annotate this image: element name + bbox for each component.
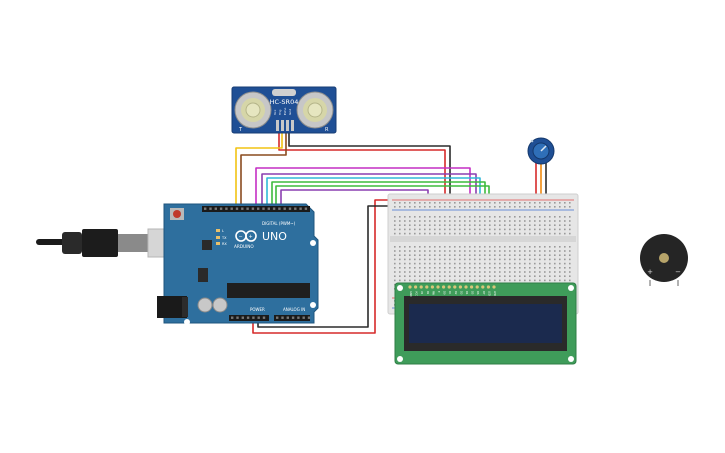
sensor-label: HC-SR04 (270, 98, 299, 106)
lcd-pin[interactable] (425, 285, 429, 289)
digital-header-label: DIGITAL (PWM~) (262, 221, 296, 226)
svg-text:+: + (249, 234, 253, 240)
power-header-label: POWER (250, 307, 265, 312)
lcd-pin[interactable] (458, 285, 462, 289)
lcd-pin[interactable] (453, 285, 457, 289)
usb-cable[interactable] (36, 228, 185, 258)
lcd-pin-label: D0 (443, 291, 446, 295)
lcd-pin[interactable] (442, 285, 446, 289)
arduino-pin-dots (204, 207, 311, 319)
lcd-pin[interactable] (481, 285, 485, 289)
arduino-model: UNO (262, 230, 287, 243)
digital-header (202, 206, 310, 212)
lcd-pin-label: E (437, 291, 440, 293)
lcd-pin[interactable] (447, 285, 451, 289)
lcd-pin[interactable] (436, 285, 440, 289)
arduino-logo: − + (235, 230, 257, 242)
lcd-pin-label: GND (409, 291, 412, 297)
lcd-pin[interactable] (470, 285, 474, 289)
lcd-pin-label: D3 (459, 291, 462, 295)
lcd-pin[interactable] (492, 285, 496, 289)
lcd-pin[interactable] (414, 285, 418, 289)
arduino-rx-led: RX (222, 242, 227, 246)
sensor-t-mark: T (238, 127, 243, 133)
analog-header-label: ANALOG IN (283, 307, 305, 312)
sensor-pin-gnd: Gnd (288, 109, 292, 115)
sensor-pin-vcc: Vcc (273, 109, 277, 115)
lcd-pin-label: D1 (448, 291, 451, 295)
usb-chip (202, 240, 212, 250)
lcd-pin[interactable] (430, 285, 434, 289)
lcd-pin-label: V0 (420, 291, 423, 295)
sensor-pin-trig: Trig (278, 110, 282, 116)
lcd-pin[interactable] (408, 285, 412, 289)
potentiometer[interactable] (527, 137, 555, 165)
lcd-screen (409, 304, 562, 343)
wire-sensor-vcc[interactable] (278, 132, 446, 200)
lcd-pin-label: VCC (415, 291, 418, 296)
lcd-pin[interactable] (475, 285, 479, 289)
arduino-tx-led: TX (221, 236, 227, 240)
lcd-pin[interactable] (419, 285, 423, 289)
lcd-pin-label: D7 (482, 291, 485, 295)
piezo-buzzer[interactable]: + − (640, 234, 688, 286)
lcd-pin-label: RW (431, 291, 434, 296)
svg-text:−: − (239, 234, 243, 240)
lcd-pin[interactable] (464, 285, 468, 289)
lcd-pin-label: D5 (471, 291, 474, 295)
lcd-pin[interactable] (486, 285, 490, 289)
buzzer-plus: + (647, 268, 653, 276)
arduino-logo-text: ARDUINO (234, 244, 254, 249)
lcd-pin-label: D4 (465, 291, 468, 295)
lcd-pin-label: D6 (476, 291, 479, 295)
arduino-uno[interactable]: DIGITAL (PWM~) POWER ANALOG IN − + UNO A… (157, 203, 319, 325)
atmega-chip (227, 283, 310, 298)
lcd-pin-label: D2 (454, 291, 457, 295)
lcd-pin-label: LED (487, 291, 490, 296)
wire-arduino-5v[interactable] (252, 199, 410, 334)
buzzer-minus: − (675, 268, 681, 276)
lcd-pin-label: LED (493, 291, 496, 296)
arduino-l-led: L (222, 229, 224, 233)
wire-sensor-echo[interactable] (240, 132, 287, 210)
ultrasonic-sensor[interactable]: HC-SR04 T R Vcc Trig Echo Gnd (231, 86, 337, 134)
wire-arduino-gnd[interactable] (257, 205, 405, 328)
wire-sensor-gnd[interactable] (288, 132, 451, 200)
wire-sensor-trig[interactable] (235, 132, 283, 210)
lcd-pin-label: RS (426, 291, 429, 295)
sensor-pin-echo: Echo (283, 108, 287, 115)
sensor-r-mark: R (325, 127, 329, 133)
